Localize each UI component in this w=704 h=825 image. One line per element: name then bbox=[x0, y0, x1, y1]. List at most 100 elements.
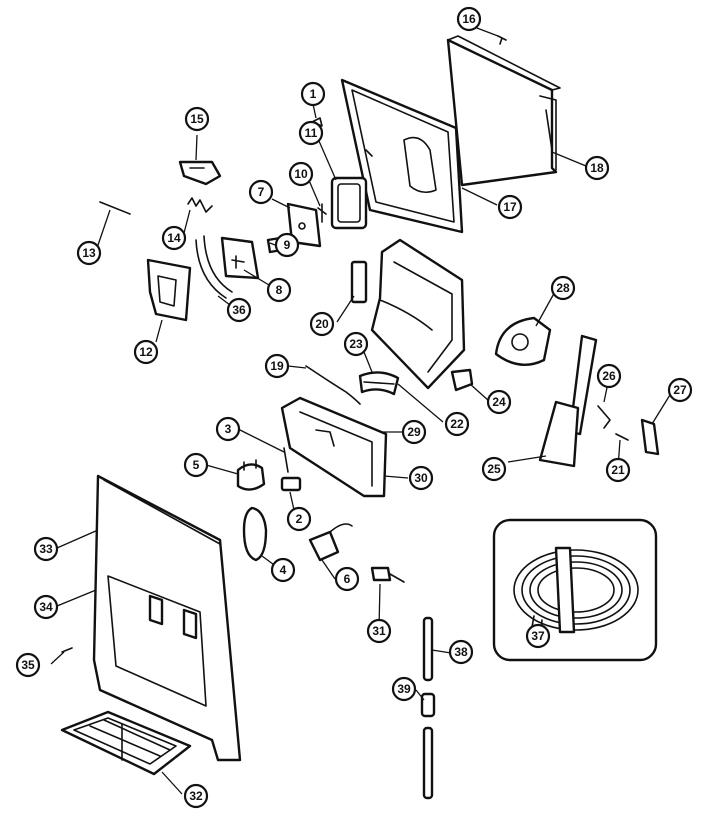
callout-38: 38 bbox=[448, 639, 474, 665]
part-25-lever bbox=[538, 334, 598, 468]
callout-8: 8 bbox=[266, 277, 292, 303]
callout-28: 28 bbox=[550, 275, 576, 301]
part-5-lamp-socket bbox=[236, 459, 266, 491]
part-21-screw bbox=[615, 433, 629, 441]
callout-26-label: 26 bbox=[602, 369, 616, 383]
callout-18: 18 bbox=[584, 155, 610, 181]
part-28-motor bbox=[494, 316, 552, 366]
callout-11: 11 bbox=[298, 120, 324, 146]
callout-23: 23 bbox=[343, 331, 369, 357]
callout-33: 33 bbox=[33, 536, 59, 562]
callout-32: 32 bbox=[183, 783, 209, 809]
part-14-spring bbox=[187, 197, 213, 213]
callout-30: 30 bbox=[408, 465, 434, 491]
callout-28-label: 28 bbox=[556, 281, 570, 295]
callout-18-label: 18 bbox=[590, 161, 604, 175]
part-22-chute bbox=[370, 238, 466, 390]
callout-26: 26 bbox=[596, 363, 622, 389]
callout-3: 3 bbox=[215, 416, 241, 442]
part-2-switch bbox=[280, 476, 302, 492]
part-36-wire bbox=[195, 235, 233, 299]
callout-11-label: 11 bbox=[305, 126, 318, 140]
callout-16-label: 16 bbox=[462, 12, 476, 26]
callout-25: 25 bbox=[481, 456, 507, 482]
part-16-screw bbox=[497, 35, 507, 45]
callout-15-label: 15 bbox=[190, 112, 204, 126]
callout-24-label: 24 bbox=[492, 395, 506, 409]
part-6-connector bbox=[308, 523, 353, 562]
part-8-plate bbox=[220, 236, 260, 280]
callout-9-label: 9 bbox=[284, 238, 291, 252]
part-18-cover-panel bbox=[446, 35, 561, 187]
part-20-latch bbox=[350, 260, 368, 304]
callout-21-label: 21 bbox=[611, 463, 625, 477]
callout-15: 15 bbox=[184, 106, 210, 132]
callout-12: 12 bbox=[133, 339, 159, 365]
callout-34-label: 34 bbox=[39, 600, 53, 614]
callout-23-label: 23 bbox=[349, 337, 363, 351]
callout-36: 36 bbox=[226, 297, 252, 323]
callouts: 1 2 3 4 5 6 7 8 9 10 11 12 13 14 15 16 1… bbox=[15, 6, 693, 809]
callout-30-label: 30 bbox=[414, 471, 428, 485]
callout-24: 24 bbox=[486, 389, 512, 415]
callout-2: 2 bbox=[286, 506, 312, 532]
callout-31-label: 31 bbox=[372, 624, 386, 638]
callout-2-label: 2 bbox=[296, 512, 303, 526]
callout-14: 14 bbox=[161, 225, 187, 251]
callout-35-label: 35 bbox=[21, 658, 35, 672]
callout-1-label: 1 bbox=[310, 87, 317, 101]
callout-13-label: 13 bbox=[82, 246, 96, 260]
part-10-screw bbox=[317, 203, 327, 223]
callout-12-label: 12 bbox=[139, 345, 153, 359]
callout-13: 13 bbox=[76, 240, 102, 266]
part-3-screw bbox=[283, 447, 289, 473]
part-24-bracket bbox=[450, 368, 474, 392]
callout-37: 37 bbox=[525, 623, 551, 649]
part-15-bracket bbox=[178, 160, 222, 186]
part-38-tube bbox=[422, 616, 434, 682]
callout-5-label: 5 bbox=[193, 458, 200, 472]
part-30-housing bbox=[280, 396, 388, 498]
part-17-housing bbox=[340, 78, 464, 234]
part-19-cable bbox=[305, 365, 361, 405]
callout-39-label: 39 bbox=[397, 682, 411, 696]
callout-19: 19 bbox=[264, 353, 290, 379]
callout-34: 34 bbox=[33, 594, 59, 620]
callout-17: 17 bbox=[497, 194, 523, 220]
part-31-clip bbox=[370, 566, 405, 583]
callout-39: 39 bbox=[391, 676, 417, 702]
part-39-fitting bbox=[420, 692, 436, 718]
callout-20: 20 bbox=[309, 311, 335, 337]
callout-7: 7 bbox=[248, 179, 274, 205]
part-23-flap bbox=[358, 371, 400, 396]
callout-21: 21 bbox=[605, 457, 631, 483]
callout-14-label: 14 bbox=[167, 231, 181, 245]
callout-36-label: 36 bbox=[232, 303, 246, 317]
callout-27: 27 bbox=[667, 377, 693, 403]
callout-10-label: 10 bbox=[294, 167, 308, 181]
part-11-gasket bbox=[330, 176, 368, 230]
callout-4: 4 bbox=[270, 557, 296, 583]
callout-16: 16 bbox=[456, 6, 482, 32]
part-32-drip-tray bbox=[60, 710, 192, 776]
callout-19-label: 19 bbox=[270, 359, 284, 373]
callout-27-label: 27 bbox=[673, 383, 687, 397]
part-37-inset bbox=[492, 518, 658, 662]
callout-8-label: 8 bbox=[276, 283, 283, 297]
callout-22: 22 bbox=[444, 411, 470, 437]
callout-17-label: 17 bbox=[503, 200, 517, 214]
part-27-bracket bbox=[640, 418, 660, 456]
callout-32-label: 32 bbox=[189, 789, 203, 803]
callout-29: 29 bbox=[401, 419, 427, 445]
callout-6-label: 6 bbox=[344, 572, 351, 586]
callout-38-label: 38 bbox=[454, 645, 468, 659]
callout-33-label: 33 bbox=[39, 542, 53, 556]
callout-37-label: 37 bbox=[531, 629, 545, 643]
callout-4-label: 4 bbox=[280, 563, 287, 577]
callout-1: 1 bbox=[300, 81, 326, 107]
callout-20-label: 20 bbox=[315, 317, 329, 331]
callout-7-label: 7 bbox=[258, 185, 265, 199]
callout-5: 5 bbox=[183, 452, 209, 478]
callout-3-label: 3 bbox=[225, 422, 232, 436]
